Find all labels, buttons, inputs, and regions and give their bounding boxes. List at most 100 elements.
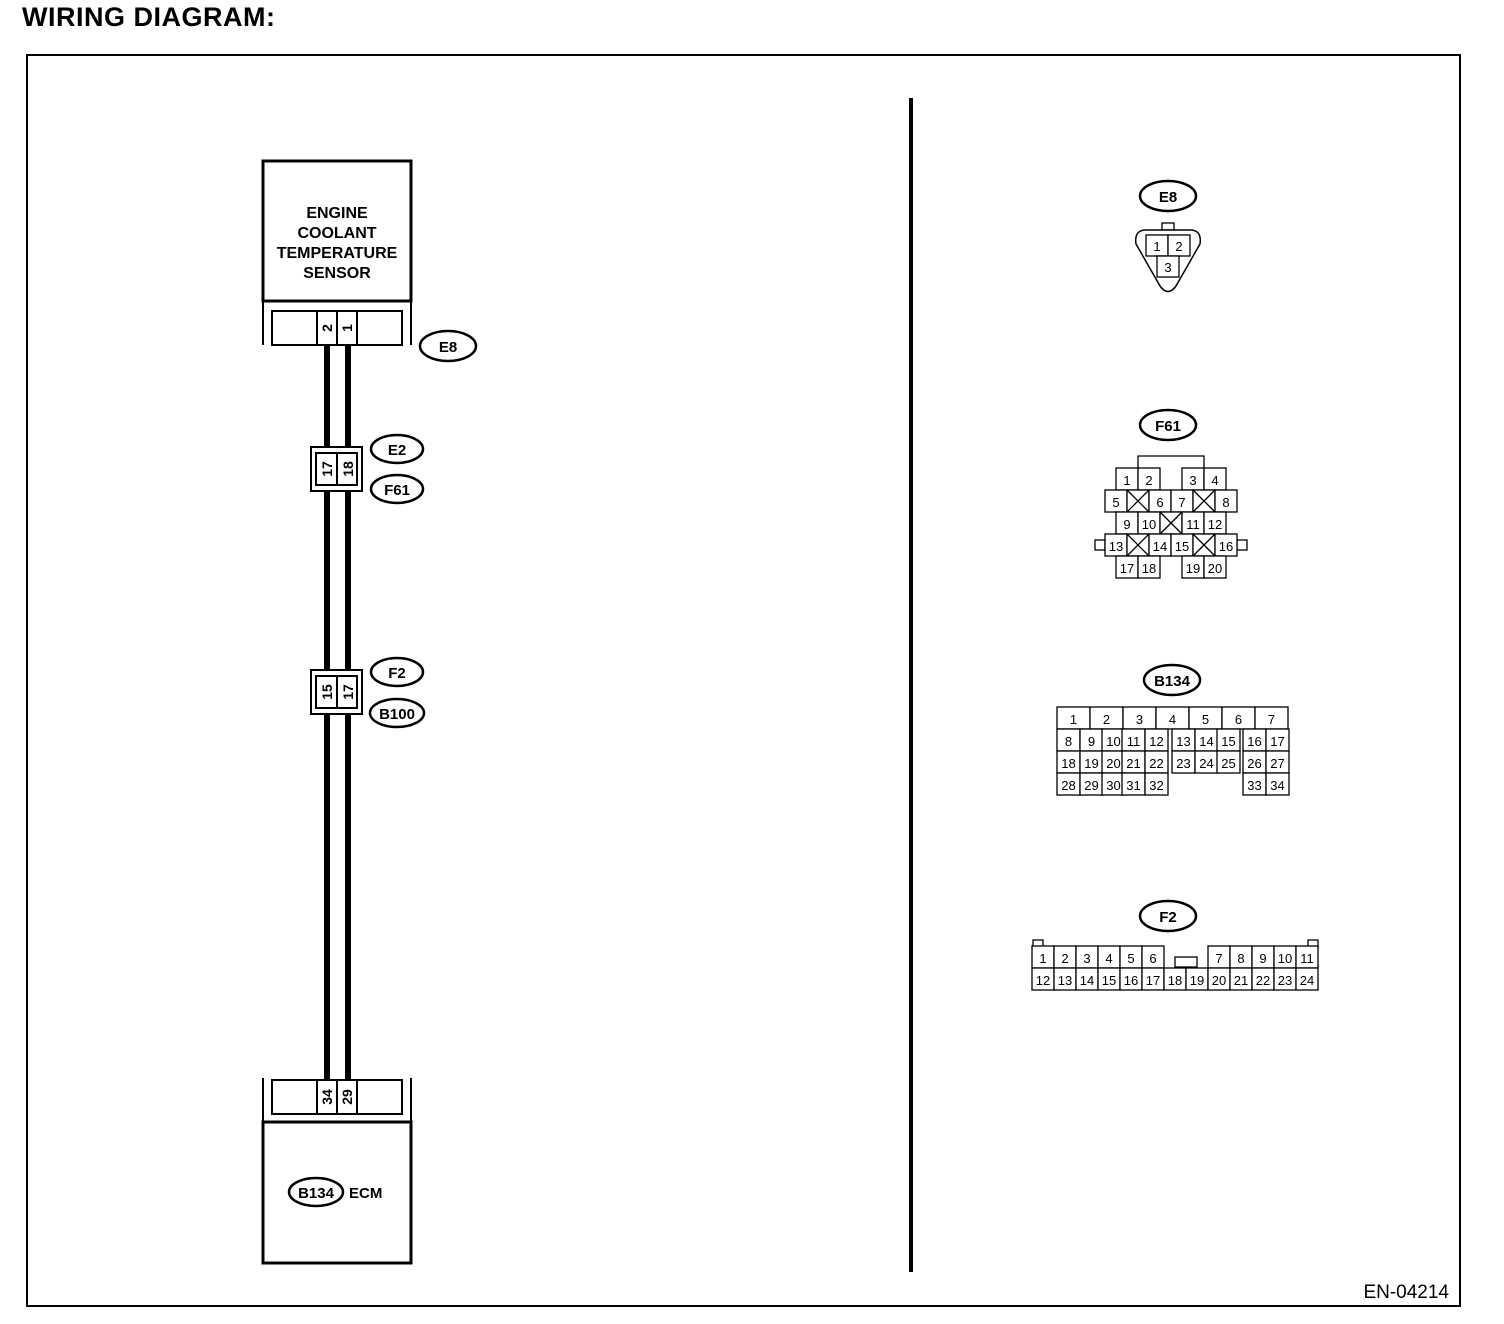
connector-f2-pin-label: 17 — [1146, 973, 1160, 988]
connector-f61-pin-label: 16 — [1219, 539, 1233, 554]
connector-tag-e2: E2 — [388, 442, 406, 459]
connector-f2-tag — [1138, 899, 1198, 933]
connector-f2-pin-label: 24 — [1300, 973, 1314, 988]
connector-f2-pin-label: 5 — [1127, 951, 1134, 966]
connector-f61-pin-label: 1 — [1123, 473, 1130, 488]
connector-f2-pin-label: 18 — [1168, 973, 1182, 988]
connector-f2-pin-label: 22 — [1256, 973, 1270, 988]
connector-f61-empty-mark — [1192, 489, 1216, 513]
connector-b134-pin-label: 19 — [1084, 756, 1098, 771]
connector-b134-pin-label: 27 — [1270, 756, 1284, 771]
connector-b134-pin-label: 32 — [1149, 778, 1163, 793]
connector-e8-tag-label: E8 — [1159, 189, 1177, 206]
junction-pin: 17 — [340, 684, 356, 700]
junction-e2-f61: 17 18 E2 F61 — [310, 433, 425, 505]
connector-b134-pin-label: 16 — [1247, 734, 1261, 749]
connector-b134-pin-label: 33 — [1247, 778, 1261, 793]
junction-f2-b100: 15 17 F2 B100 — [310, 656, 426, 729]
sensor-label-line: ENGINE — [306, 205, 368, 222]
connector-f2-pin-label: 19 — [1190, 973, 1204, 988]
connector-f61-latch — [1094, 539, 1106, 551]
connector-tag-b100: B100 — [379, 706, 415, 723]
connector-f2-tag-label: F2 — [1159, 909, 1177, 926]
connector-f61-pin-label: 20 — [1208, 561, 1222, 576]
connector-f2-pin-label: 6 — [1149, 951, 1156, 966]
ecm-pin: 29 — [339, 1089, 355, 1105]
connector-b134-pin-label: 23 — [1176, 756, 1190, 771]
connector-f2-pin-label: 10 — [1278, 951, 1292, 966]
connector-b134-pin-label: 30 — [1106, 778, 1120, 793]
connector-e8-pin-label: 3 — [1164, 260, 1171, 275]
connector-f61-pin-label: 7 — [1178, 495, 1185, 510]
connector-b134-pin-label: 24 — [1199, 756, 1213, 771]
connector-f2-pin-cell — [1295, 967, 1319, 991]
page-title: WIRING DIAGRAM: — [22, 2, 276, 32]
connector-f61-pin-cell — [1203, 555, 1227, 579]
connector-e8-pin-label: 2 — [1175, 239, 1182, 254]
connector-f2-pin-label: 3 — [1083, 951, 1090, 966]
junction-pin: 18 — [340, 461, 356, 477]
sensor-label-line: TEMPERATURE — [277, 245, 398, 262]
connector-f2-pin-label: 20 — [1212, 973, 1226, 988]
connector-b134-pin-label: 1 — [1070, 712, 1077, 727]
connector-e8-key — [1161, 222, 1175, 231]
figure-id: EN-04214 — [1363, 1282, 1449, 1303]
connector-b134-pin-label: 10 — [1106, 734, 1120, 749]
connector-f61-tag-label: F61 — [1155, 418, 1181, 435]
connector-f2-key — [1174, 956, 1198, 968]
connector-b134-pin-label: 22 — [1149, 756, 1163, 771]
connector-f61-pin-label: 9 — [1123, 517, 1130, 532]
connector-b134-pin-label: 2 — [1103, 712, 1110, 727]
connector-b134-pin-cell — [1216, 750, 1241, 774]
connector-f2-pin-label: 21 — [1234, 973, 1248, 988]
connector-f61-pin-label: 18 — [1142, 561, 1156, 576]
connector-f61-empty-mark — [1126, 489, 1150, 513]
ecm: 34 29 B134 ECM — [261, 1078, 413, 1265]
connector-f61-pin-label: 5 — [1112, 495, 1119, 510]
connector-f61-pin-label: 10 — [1142, 517, 1156, 532]
sensor-pin: 2 — [319, 324, 335, 332]
connector-tag-f61: F61 — [384, 482, 410, 499]
connector-b134-pin-label: 15 — [1221, 734, 1235, 749]
connector-b134-pin-label: 29 — [1084, 778, 1098, 793]
connector-tag-f2: F2 — [388, 665, 406, 682]
connector-f61-pin-label: 13 — [1109, 539, 1123, 554]
connector-tag-e8 — [418, 329, 478, 363]
connector-f61-empty-mark — [1192, 533, 1216, 557]
connector-f61-pin-label: 14 — [1153, 539, 1167, 554]
connector-b134-pin-label: 7 — [1268, 712, 1275, 727]
junction-pin: 17 — [319, 461, 335, 477]
connector-b134-pin-label: 14 — [1199, 734, 1213, 749]
connector-tag-e8-label: E8 — [439, 339, 457, 356]
connector-b134-pin-label: 17 — [1270, 734, 1284, 749]
connector-b134-pin-label: 25 — [1221, 756, 1235, 771]
connector-f61-empty-mark — [1159, 511, 1183, 535]
connector-b134-pin-label: 20 — [1106, 756, 1120, 771]
sensor-pin: 1 — [339, 324, 355, 332]
connector-b134-pin-label: 3 — [1136, 712, 1143, 727]
connector-f2-pin-label: 13 — [1058, 973, 1072, 988]
connector-b134-pin-label: 4 — [1169, 712, 1176, 727]
connector-f2-pin-label: 14 — [1080, 973, 1094, 988]
connector-f61-pin-label: 6 — [1156, 495, 1163, 510]
connector-e8-pin-label: 1 — [1153, 239, 1160, 254]
connector-f61-pin-label: 12 — [1208, 517, 1222, 532]
connector-f2-pin-label: 11 — [1300, 951, 1314, 966]
connector-f61-pin-label: 2 — [1145, 473, 1152, 488]
connector-b134-tag-label: B134 — [1154, 673, 1191, 690]
connector-b134-pin-label: 28 — [1061, 778, 1075, 793]
connector-f2-pin-label: 23 — [1278, 973, 1292, 988]
connector-f2-pin-label: 8 — [1237, 951, 1244, 966]
sensor-label-line: COOLANT — [297, 225, 376, 242]
connector-f61-pin-label: 11 — [1186, 517, 1200, 532]
connector-tag-b134: B134 — [298, 1185, 335, 1202]
connector-f2-pin-label: 7 — [1215, 951, 1222, 966]
connector-f2-pin-label: 15 — [1102, 973, 1116, 988]
connector-f61-latch — [1236, 539, 1248, 551]
diagram-frame — [26, 54, 1461, 1307]
connector-f61-pin-label: 19 — [1186, 561, 1200, 576]
